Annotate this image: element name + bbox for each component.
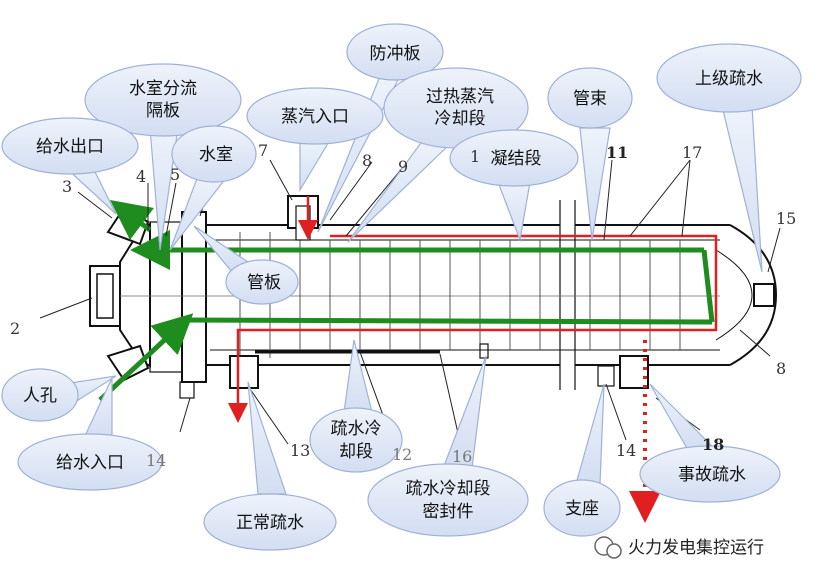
part-number-2: 2 — [10, 319, 20, 338]
part-number-3: 3 — [62, 177, 72, 196]
label-feedwater-outlet: 给水出口 — [36, 137, 104, 157]
emergency-drain-nozzle — [619, 355, 649, 389]
label-divider-plate-1: 水室分流 — [129, 79, 197, 99]
heater-body — [89, 195, 778, 399]
water-chamber-nozzle — [89, 265, 121, 327]
watermark: 火力发电集控运行 — [594, 536, 764, 559]
label-superheat-1: 过热蒸汽 — [426, 87, 494, 107]
callout-normal-drain — [203, 381, 337, 551]
callout-condensing-section — [449, 129, 579, 243]
label-condensing-section: 凝结段 — [491, 149, 542, 169]
label-upper-drain: 上级疏水 — [695, 69, 763, 89]
shell-end-dome — [729, 224, 778, 366]
callout-divider-plate — [84, 63, 242, 251]
label-manhole: 人孔 — [23, 386, 57, 406]
label-emergency-drain: 事故疏水 — [678, 465, 746, 485]
callout-labels: 防冲板 水室分流 隔板 蒸汽入口 过热蒸汽 冷却段 管束 上级疏水 给水出口 水… — [23, 44, 763, 533]
leader-lines — [39, 159, 781, 445]
label-tube-sheet: 管板 — [247, 273, 281, 293]
part-number-8: 8 — [362, 151, 372, 170]
label-normal-drain: 正常疏水 — [236, 513, 304, 533]
feedwater-flow — [98, 200, 715, 402]
label-divider-plate-2: 隔板 — [146, 101, 180, 121]
water-chamber-head — [119, 222, 151, 368]
callout-upper-drain — [656, 43, 802, 273]
part-number-14b: 14 — [616, 441, 636, 460]
callout-tube-bundle — [547, 67, 633, 241]
label-superheat-2: 冷却段 — [435, 109, 486, 129]
part-number-12: 12 — [392, 445, 412, 464]
normal-drain-nozzle — [229, 355, 259, 389]
callout-feedwater-outlet — [1, 117, 139, 215]
support-right — [597, 365, 615, 387]
support-left — [179, 381, 195, 399]
callout-emergency-drain — [639, 383, 781, 503]
label-drain-seal-2: 密封件 — [423, 502, 474, 522]
part-number-18: 18 — [702, 435, 724, 454]
tube-sheet-flange — [181, 211, 207, 383]
callout-manhole — [1, 368, 117, 422]
callout-steam-inlet — [246, 87, 384, 193]
watermark-text: 火力发电集控运行 — [628, 538, 764, 558]
label-impact-plate: 防冲板 — [370, 44, 421, 64]
part-number-11: 11 — [606, 143, 628, 162]
label-drain-cooling-2: 却段 — [339, 442, 373, 462]
part-number-17: 17 — [682, 143, 702, 162]
callout-drain-cooling — [309, 339, 403, 473]
part-number-15: 15 — [776, 209, 796, 228]
label-feedwater-inlet: 给水入口 — [56, 453, 124, 473]
callout-superheat-section — [347, 67, 529, 243]
part-number-7: 7 — [258, 141, 268, 160]
part-number-5: 5 — [170, 165, 180, 184]
vent-nozzle — [753, 283, 775, 307]
part-number-9: 9 — [398, 157, 408, 176]
callout-feedwater-inlet — [17, 377, 163, 491]
label-tube-bundle: 管束 — [573, 89, 607, 109]
label-support: 支座 — [565, 499, 599, 519]
part-number-4: 4 — [136, 167, 146, 186]
callout-water-chamber — [169, 125, 257, 251]
steam-drain-flow — [228, 196, 718, 523]
callout-drain-seal — [367, 355, 529, 537]
label-drain-seal-1: 疏水冷却段 — [406, 479, 491, 499]
label-steam-inlet: 蒸汽入口 — [281, 107, 349, 127]
label-water-chamber: 水室 — [199, 145, 233, 165]
label-drain-cooling-1: 疏水冷 — [331, 419, 382, 439]
part-number-8b: 8 — [776, 359, 786, 378]
part-number-14a: 14 — [146, 451, 166, 470]
part-number-10: 1 — [470, 147, 480, 166]
feedwater-inlet-nozzle — [106, 344, 150, 382]
part-number-13: 13 — [290, 441, 310, 460]
part-numbers: 2 3 4 5 7 8 9 1 11 17 15 8 14 13 12 16 1… — [10, 141, 796, 470]
callout-tube-sheet — [193, 225, 299, 305]
callout-support — [543, 383, 621, 537]
part-number-16: 16 — [452, 447, 472, 466]
